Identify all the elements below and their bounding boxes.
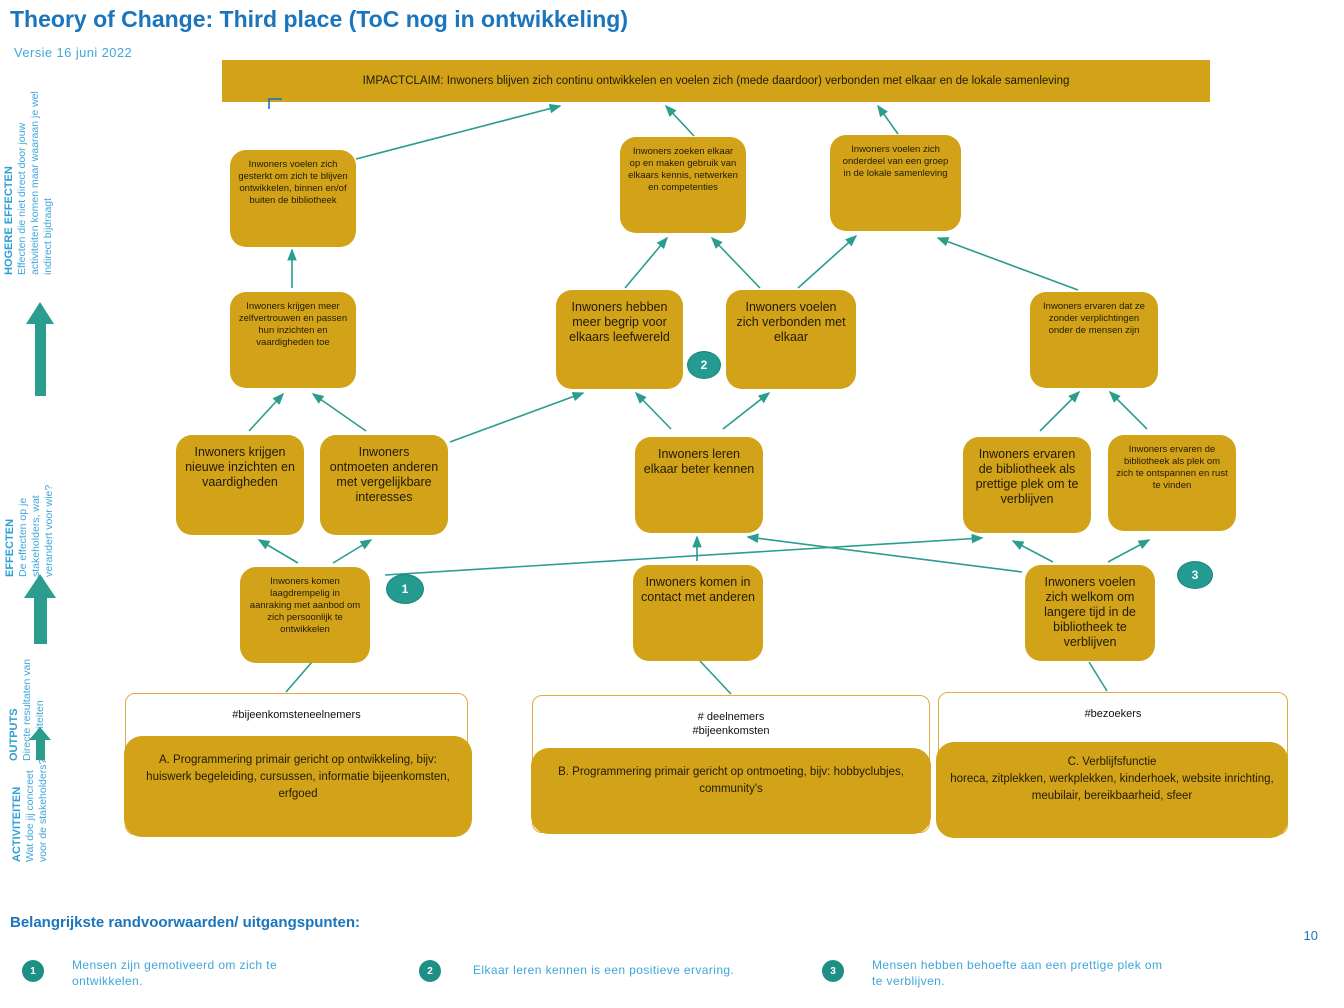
version-label: Versie 16 juni 2022 [14, 45, 133, 60]
axis-label-activiteiten-title: ACTIVITEITEN [11, 786, 23, 862]
footer-heading: Belangrijkste randvoorwaarden/ uitgangsp… [10, 914, 361, 931]
box-ontspannen-rust: Inwoners ervaren de bibliotheek als plek… [1108, 435, 1236, 531]
axis-label-hogere-effecten-desc: Effecten die niet direct door jouw activ… [16, 91, 54, 275]
axis-label-hogere-effecten: HOGERE EFFECTEN Effecten die niet direct… [3, 75, 69, 275]
output-label-bijeenkomsten2: #bijeenkomsten [692, 725, 770, 737]
box-zelfvertrouwen: Inwoners krijgen meer zelfvertrouwen en … [230, 292, 356, 388]
axis-label-effecten: EFFECTEN De effecten op je stakeholders,… [4, 449, 70, 577]
box-prettige-plek: Inwoners ervaren de bibliotheek als pret… [963, 437, 1091, 533]
activity-c-title: C. Verblijfsfunctie [1067, 756, 1157, 768]
axis-arrow-up-icon [29, 727, 51, 760]
box-begrip-leefwereld: Inwoners hebben meer begrip voor elkaars… [556, 290, 683, 389]
box-leren-kennen: Inwoners leren elkaar beter kennen [635, 437, 763, 533]
badge-1: 1 [386, 574, 424, 604]
output-label-bijeenkomsten: #bijeenkomsteneelnemers [232, 709, 361, 721]
box-welkom-verblijven: Inwoners voelen zich welkom om langere t… [1025, 565, 1155, 661]
axis-arrow-up-icon [24, 574, 56, 644]
footer-badge-3: 3 [822, 960, 844, 982]
stray-artifact [268, 98, 282, 109]
output-label-deelnemers: # deelnemers [697, 711, 765, 723]
activity-box-c: C. Verblijfsfunctie horeca, zitplekken, … [936, 742, 1288, 838]
box-onderdeel-groep: Inwoners voelen zich onderdeel van een g… [830, 135, 961, 231]
axis-label-effecten-desc: De effecten op je stakeholders, wat vera… [17, 484, 55, 577]
page-title: Theory of Change: Third place (ToC nog i… [10, 6, 629, 32]
output-label-bezoekers: #bezoekers [1084, 708, 1142, 720]
footer-item-3: Mensen hebben behoefte aan een prettige … [872, 958, 1163, 988]
axis-label-outputs-title: OUTPUTS [8, 708, 20, 761]
axis-arrow-up-icon [26, 302, 54, 396]
axis-label-hogere-effecten-title: HOGERE EFFECTEN [3, 166, 15, 275]
axis-label-activiteiten-desc: Wat doe jij concreet voor de stakeholder… [24, 758, 49, 862]
activity-box-b: B. Programmering primair gericht op ontm… [531, 748, 931, 834]
badge-2: 2 [687, 351, 721, 379]
box-nieuwe-inzichten: Inwoners krijgen nieuwe inzichten en vaa… [176, 435, 304, 535]
box-laagdrempelig-aanbod: Inwoners komen laagdrempelig in aanrakin… [240, 567, 370, 663]
impact-claim-bar: IMPACTCLAIM: Inwoners blijven zich conti… [222, 60, 1210, 102]
box-contact-met-anderen: Inwoners komen in contact met anderen [633, 565, 763, 661]
box-verbonden-met-elkaar: Inwoners voelen zich verbonden met elkaa… [726, 290, 856, 389]
footer-badge-2: 2 [419, 960, 441, 982]
footer-badge-1: 1 [22, 960, 44, 982]
activity-box-a: A. Programmering primair gericht op ontw… [124, 736, 472, 837]
axis-label-activiteiten: ACTIVITEITEN Wat doe jij concreet voor d… [11, 752, 77, 862]
badge-3: 3 [1177, 561, 1213, 589]
footer-item-1: Mensen zijn gemotiveerd om zich te ontwi… [72, 958, 278, 988]
footer-item-2: Elkaar leren kennen is een positieve erv… [473, 963, 735, 977]
box-zoeken-elkaar-op: Inwoners zoeken elkaar op en maken gebru… [620, 137, 746, 233]
axis-label-effecten-title: EFFECTEN [4, 518, 16, 577]
activity-c-body: horeca, zitplekken, werkplekken, kinderh… [950, 773, 1274, 802]
box-zonder-verplichtingen: Inwoners ervaren dat ze zonder verplicht… [1030, 292, 1158, 388]
page-number: 10 [1303, 928, 1318, 943]
box-ontmoeten-anderen: Inwoners ontmoeten anderen met vergelijk… [320, 435, 448, 535]
box-gesterkt-ontwikkelen: Inwoners voelen zich gesterkt om zich te… [230, 150, 356, 247]
